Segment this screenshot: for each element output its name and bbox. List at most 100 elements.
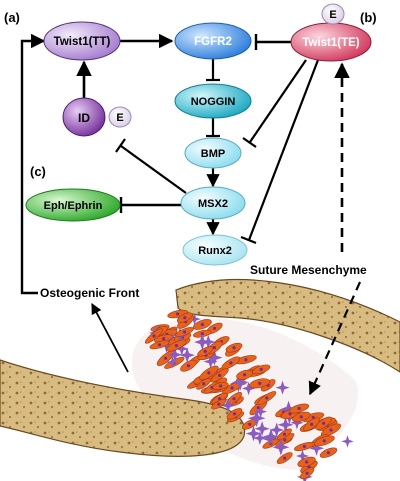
cell-nucleus [200,322,204,327]
node-runx2-label: Runx2 [198,245,232,257]
panel-label-b: (b) [360,10,377,25]
mesenchymal-cell-purple [254,405,267,418]
cell-nucleus [305,460,309,464]
mesenchymal-cell-purple [277,416,294,433]
panel-label-a: (a) [4,10,20,25]
mesenchymal-cell-purple [269,422,285,438]
cell-nucleus [164,356,168,360]
cell-nucleus [322,439,326,443]
mesenchymal-cell-purple [245,425,262,442]
mesenchymal-cell-purple [279,400,298,419]
suture-mesenchyme-label: Suture Mesenchyme [250,263,367,277]
mesenchymal-cell-purple [220,398,236,413]
cell-nucleus [232,412,237,416]
cell-nucleus [310,422,314,426]
cell-nucleus [229,361,233,365]
mesenchymal-cell-purple [247,409,266,428]
mesenchymal-cell-purple [275,380,290,395]
osteogenic-front-label: Osteogenic Front [40,286,139,300]
mesenchymal-cell-purple [290,416,304,430]
mesenchymal-cell-purple [206,349,223,366]
cell-nucleus [186,364,191,368]
node-twist1-tt: Twist1(TT) [43,21,121,61]
mesenchymal-cell-purple [254,421,270,437]
bone-plate-right [175,279,400,373]
node-msx2: MSX2 [180,186,246,220]
cell-nucleus [218,373,222,377]
cell-nucleus [283,456,287,460]
node-noggin-label: NOGGIN [191,96,236,108]
cell-nucleus [217,402,221,406]
mesenchymal-cell-purple [174,341,189,356]
cell-nucleus [322,421,326,425]
cell-nucleus [302,444,306,449]
mesenchymal-cell-purple [341,435,354,448]
cell-nucleus [243,373,247,377]
cell-nucleus [207,371,211,375]
cell-nucleus [218,397,222,401]
cell-nucleus [174,344,178,348]
node-id: ID [62,97,106,137]
cell-nucleus [259,367,263,371]
edge-suture-to-cells [308,281,362,396]
node-fgfr2: FGFR2 [174,22,252,60]
cell-nucleus [288,412,292,416]
cell-nucleus [256,406,260,410]
mesenchymal-cell-purple [188,312,201,326]
node-bmp: BMP [184,137,242,169]
cell-nucleus [183,316,187,320]
cell-cluster [144,309,354,481]
node-runx2: Runx2 [182,234,248,266]
node-twist1-te: Twist1(TE) [290,22,372,62]
cell-nucleus [297,406,301,411]
skull-illustration [0,279,400,481]
mesenchymal-cell-purple [203,354,218,369]
cell-nucleus [183,330,187,334]
badge-e-id-label: E [116,112,123,124]
mesenchymal-cell-purple [200,334,216,350]
bone-plate-left [0,359,246,457]
cell-nucleus [283,438,287,442]
edge-twist1te-inhibits-bmp [249,59,307,143]
cell-nucleus [258,381,262,385]
cell-nucleus [282,432,286,436]
cell-nucleus [326,451,331,455]
node-twist1-tt-label: Twist1(TT) [54,36,111,48]
mesenchymal-cell-purple [166,356,179,369]
cell-nucleus [305,471,309,475]
edge-twist1te-inhibits-runx2-bar [240,235,257,245]
cell-nucleus [232,397,236,401]
cell-nucleus [311,415,315,419]
badge-e-id: E [108,106,132,128]
mesenchymal-cell-purple [231,373,249,391]
edge-twist1te-inhibits-runx2 [247,59,320,241]
edge-osteogenic-front-loop [20,33,46,295]
cell-nucleus [219,384,223,388]
node-id-label: ID [78,111,90,125]
edge-msx2-inhibits-id-bar [115,138,126,153]
cell-nucleus [203,349,207,353]
mesenchymal-cell-purple [241,381,256,396]
edge-msx2-inhibits-id [120,145,187,194]
mesenchymal-cell-purple [296,449,309,463]
cell-nucleus [212,326,217,330]
cell-nucleus [202,382,206,386]
cell-nucleus [299,415,303,419]
cell-nucleus [329,428,333,432]
badge-e-top: E [321,3,345,25]
node-noggin: NOGGIN [174,83,252,119]
node-eph-ephrin: Eph/Ephrin [25,188,121,222]
cell-nucleus [162,337,166,341]
cell-nucleus [230,386,234,390]
cell-nucleus [157,343,162,347]
node-eph-ephrin-label: Eph/Ephrin [44,200,103,212]
mesenchymal-cell-purple [179,347,195,363]
mesenchymal-cell-purple [167,347,183,363]
mesenchymal-cell-purple [262,428,280,446]
cell-nucleus [176,312,180,316]
mesenchymal-cell-purple [309,440,324,456]
cell-nucleus [265,396,269,400]
cell-nucleus [248,422,252,426]
badge-e-top-label: E [329,9,336,21]
